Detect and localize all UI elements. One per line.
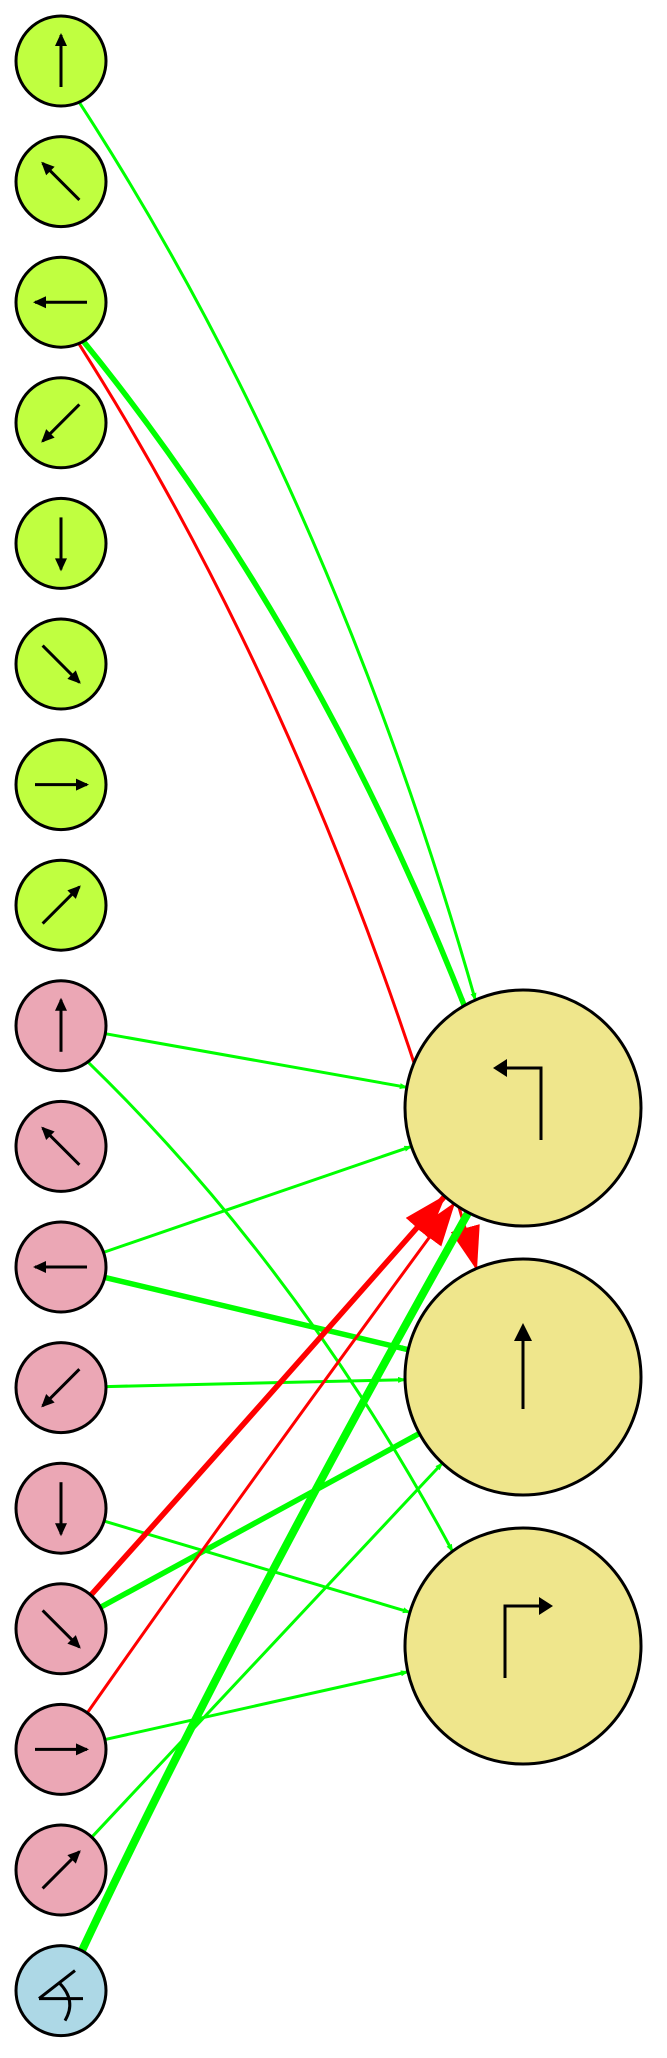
arrow-down-right-icon — [41, 644, 81, 684]
input-node-L7 — [14, 858, 108, 952]
arrow-down-right-icon — [41, 1609, 81, 1649]
arrow-down-left-icon — [41, 403, 81, 443]
input-node-L4 — [14, 496, 108, 590]
input-node-P7 — [14, 1823, 108, 1917]
input-node-P4 — [14, 1461, 108, 1555]
input-node-P6 — [14, 1702, 108, 1796]
output-node-O1 — [403, 1257, 643, 1497]
connection-P6-O0 — [86, 1202, 456, 1714]
connection-B0-O0 — [78, 1210, 472, 1953]
connection-P5-O1 — [99, 1431, 421, 1610]
output-node-O2 — [403, 1526, 643, 1766]
connection-P7-O1 — [90, 1462, 444, 1839]
input-node-P0 — [14, 979, 108, 1073]
connection-L0-O0 — [77, 101, 477, 1002]
connection-P3-O1 — [105, 1376, 407, 1389]
arrow-up-icon — [55, 997, 67, 1052]
arrow-up-left-icon — [41, 161, 81, 202]
arrow-down-icon — [55, 517, 67, 572]
connection-P2-O0 — [103, 1144, 413, 1254]
arrow-down-icon — [55, 1482, 67, 1537]
output-node-O0 — [403, 988, 643, 1228]
arrow-left-icon — [33, 1261, 87, 1273]
input-node-L0 — [14, 14, 108, 108]
input-node-P1 — [14, 1099, 108, 1193]
angle-icon — [38, 1969, 83, 2022]
input-node-P2 — [14, 1220, 108, 1314]
input-node-L2 — [14, 255, 108, 349]
arrow-up-right-icon — [41, 885, 81, 925]
turn-left-icon — [493, 1059, 543, 1140]
input-node-B0 — [14, 1944, 108, 2038]
connection-P0-O2 — [86, 1060, 454, 1553]
arrow-up-right-icon — [41, 1850, 81, 1890]
arrow-down-left-icon — [41, 1368, 81, 1408]
arrow-up-left-icon — [41, 1126, 81, 1166]
input-node-L3 — [14, 376, 108, 470]
connection-P4-O2 — [103, 1519, 411, 1614]
connection-P5-O0 — [88, 1194, 447, 1597]
connection-layer — [77, 101, 480, 1953]
connection-P6-O2 — [104, 1670, 409, 1742]
arrow-right-icon — [35, 1743, 89, 1756]
input-node-L5 — [14, 617, 108, 711]
node-layer — [14, 14, 643, 2038]
arrow-up-icon — [55, 33, 67, 87]
arrow-left-icon — [33, 296, 87, 309]
arrow-right-icon — [35, 778, 89, 791]
input-node-P5 — [14, 1582, 108, 1676]
connection-P0-O0 — [105, 1032, 408, 1090]
input-node-L6 — [14, 738, 108, 832]
input-node-P3 — [14, 1341, 108, 1435]
straight-icon — [514, 1323, 532, 1409]
turn-right-icon — [503, 1597, 553, 1678]
input-node-L1 — [14, 135, 108, 229]
connection-L2-O0 — [81, 339, 467, 1007]
